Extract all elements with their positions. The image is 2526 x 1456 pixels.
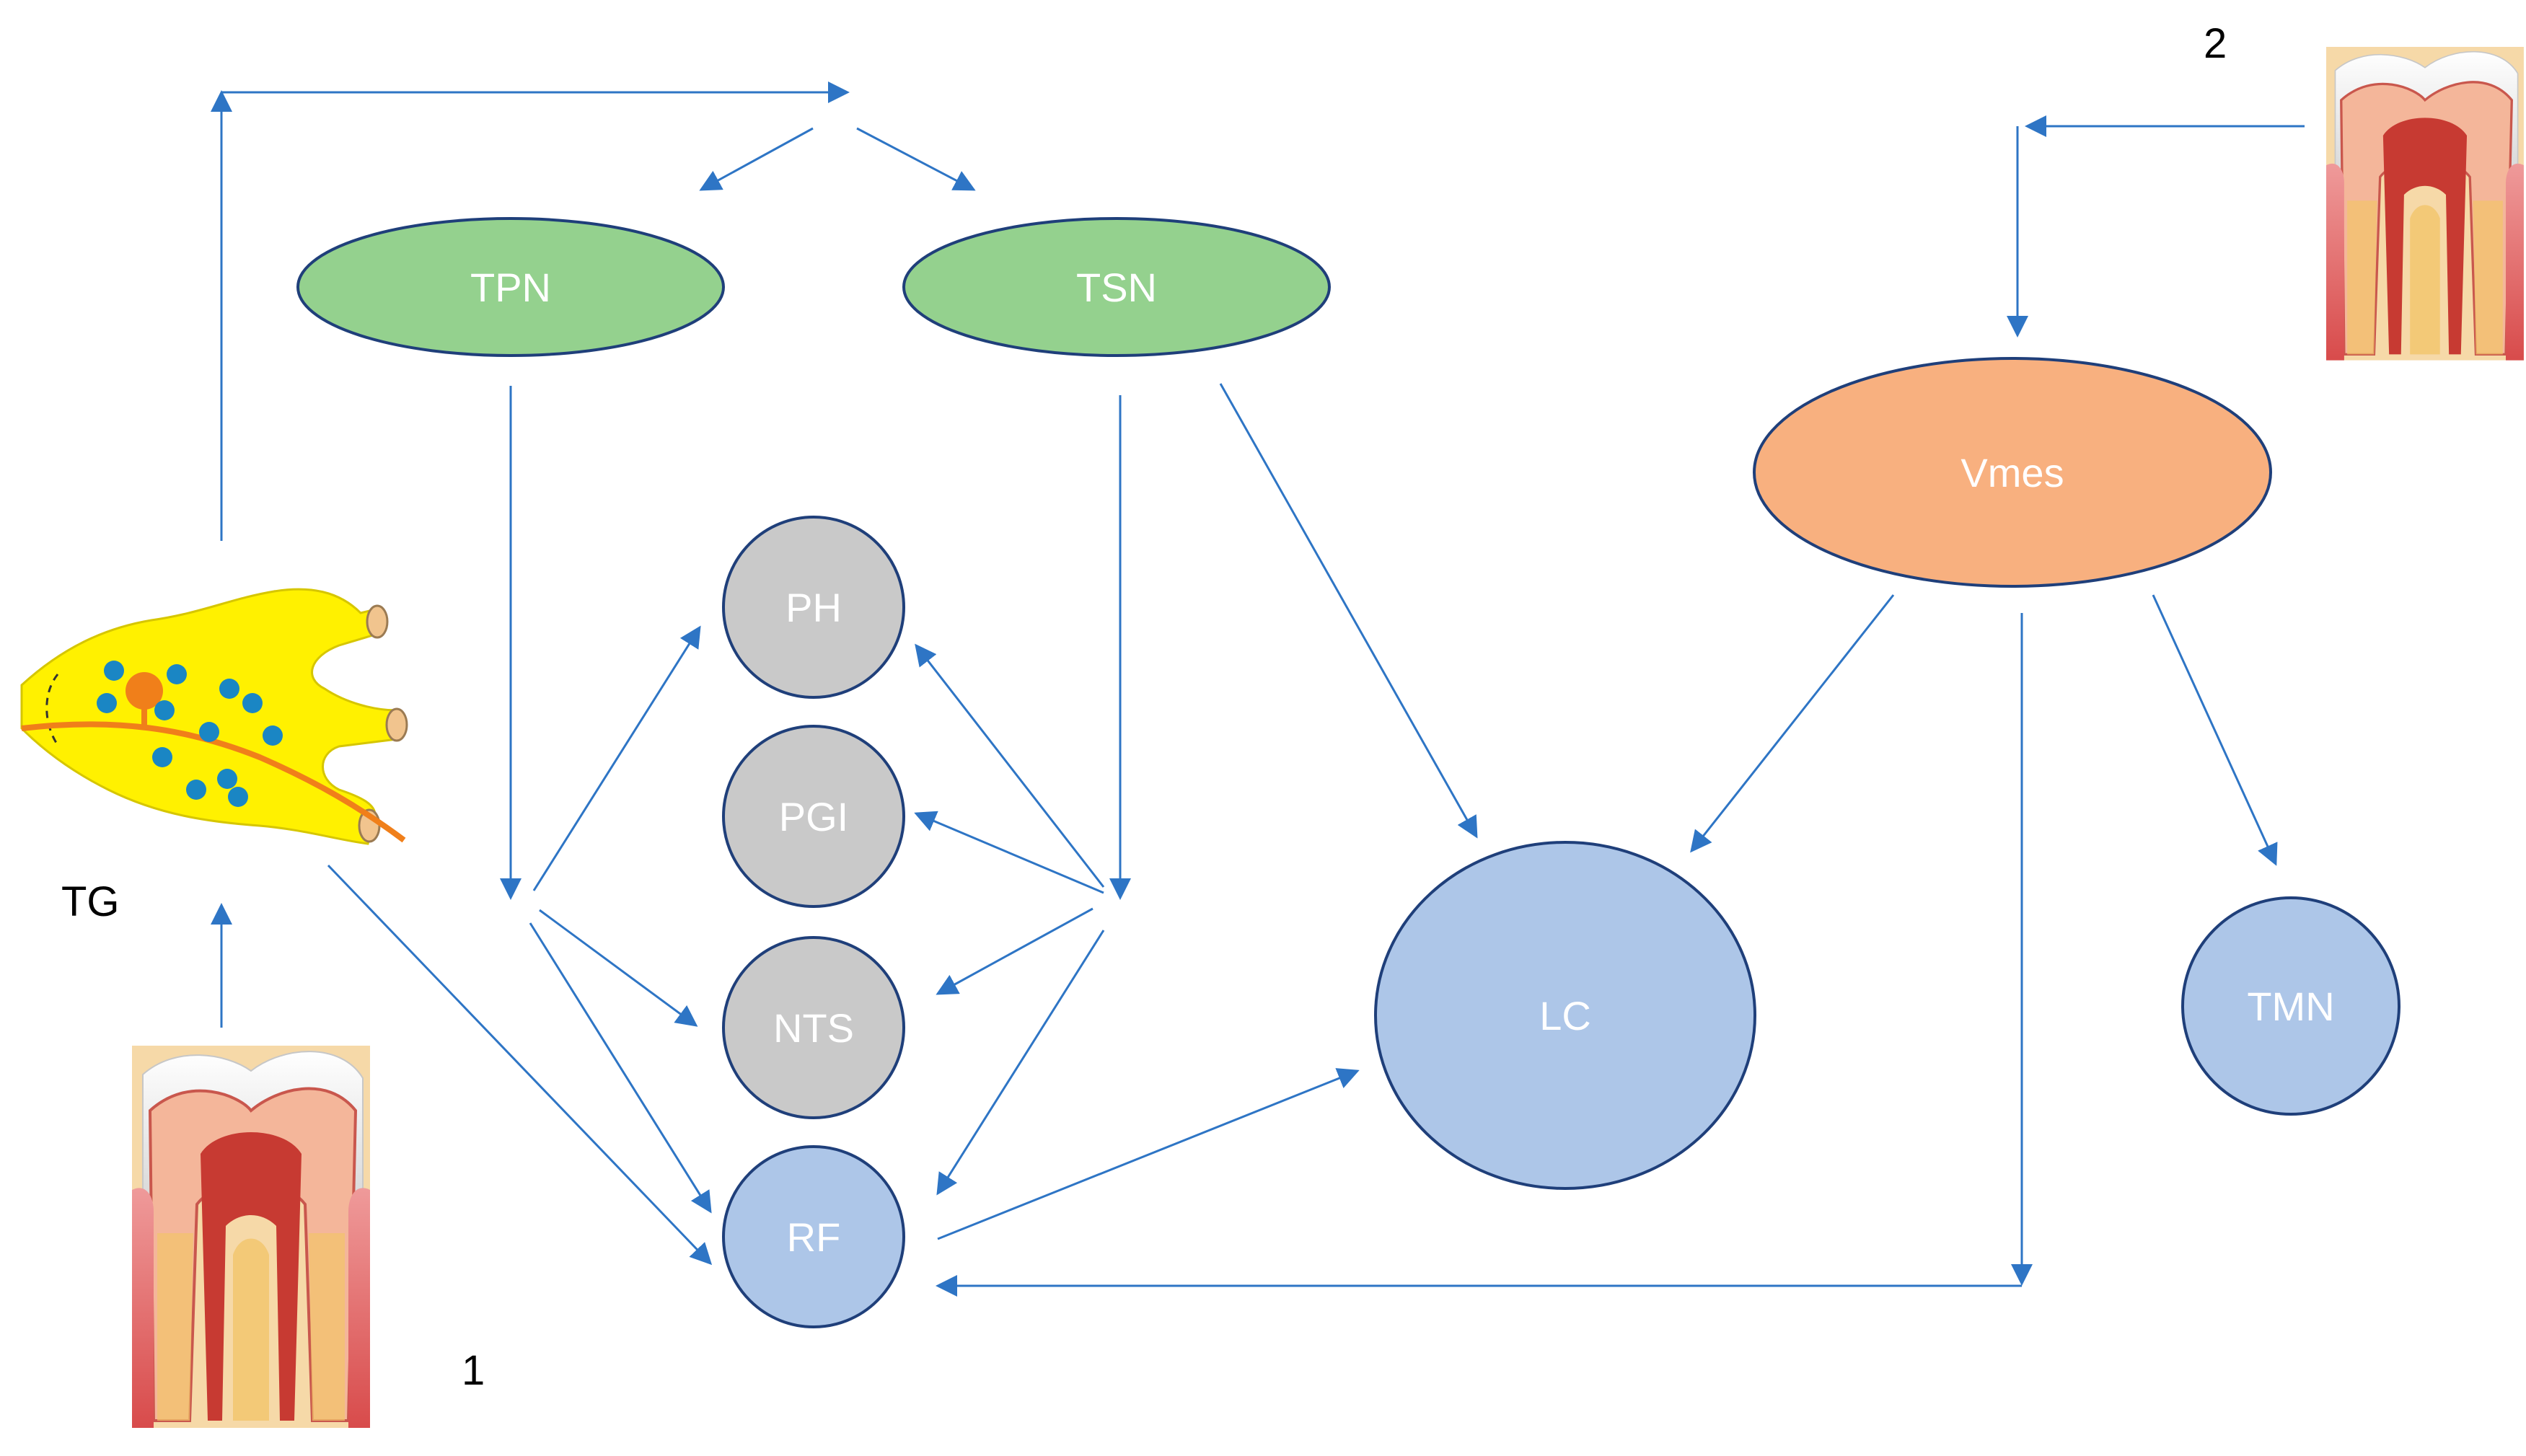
arrow-righthub-to-pgi bbox=[914, 811, 1104, 894]
tooth-2-gum-right bbox=[2506, 163, 2524, 361]
arrow-vmes-to-tmn bbox=[2152, 594, 2278, 866]
lc-label: LC bbox=[1539, 993, 1591, 1038]
rf-shape bbox=[722, 1145, 905, 1328]
tooth-1-gum-left bbox=[132, 1188, 154, 1428]
arrow-tsn-to-lc bbox=[1219, 383, 1478, 839]
node-tsn: TSN bbox=[902, 217, 1331, 357]
trigeminal-ganglion-image bbox=[20, 588, 408, 845]
arrow-rf-to-lc bbox=[937, 1068, 1360, 1240]
ganglion-body bbox=[20, 588, 398, 845]
arrow-tg-to-rf bbox=[327, 864, 713, 1266]
node-ph: PH bbox=[722, 516, 905, 699]
connection-arrows bbox=[211, 81, 2305, 1297]
arrow-hub-to-tpn bbox=[699, 127, 814, 191]
ganglion-branch-middle-end bbox=[385, 707, 408, 742]
tpn-shape bbox=[296, 217, 725, 357]
tooth-2-bone-center bbox=[2410, 205, 2440, 355]
ph-shape bbox=[722, 516, 905, 699]
tooth-2-image bbox=[2326, 47, 2524, 361]
rf-label: RF bbox=[787, 1214, 841, 1260]
arrow-lefthub-to-nts bbox=[539, 909, 698, 1027]
ph-label: PH bbox=[785, 585, 842, 630]
node-vmes: Vmes bbox=[1753, 357, 2272, 588]
tooth-2-number: 2 bbox=[2204, 20, 2227, 67]
node-rf: RF bbox=[722, 1145, 905, 1328]
tooth-1-bone-center bbox=[233, 1238, 269, 1421]
tsn-label: TSN bbox=[1076, 265, 1157, 310]
arrow-righthub-to-nts bbox=[936, 907, 1093, 995]
tpn-label: TPN bbox=[470, 265, 551, 310]
tooth-1-bone-right bbox=[309, 1233, 345, 1421]
vmes-label: Vmes bbox=[1960, 450, 2064, 495]
arrow-lefthub-to-ph bbox=[532, 625, 701, 891]
ganglion-branch-top-end bbox=[366, 604, 389, 639]
arrow-righthub-to-ph bbox=[915, 643, 1105, 888]
nts-shape bbox=[722, 936, 905, 1119]
tooth-1-image bbox=[132, 1046, 370, 1428]
nts-label: NTS bbox=[773, 1005, 854, 1051]
tooth-1-bone-left bbox=[157, 1233, 193, 1421]
node-tmn: TMN bbox=[2181, 896, 2400, 1116]
tmn-label: TMN bbox=[2247, 984, 2334, 1029]
arrow-hub-to-tsn bbox=[856, 127, 976, 191]
tmn-shape bbox=[2181, 896, 2400, 1116]
node-pgi: PGI bbox=[722, 725, 905, 908]
ganglion-dots bbox=[97, 661, 283, 807]
arrow-lefthub-to-rf bbox=[529, 922, 712, 1214]
pgi-shape bbox=[722, 725, 905, 908]
tooth-2-pulp bbox=[2382, 118, 2468, 355]
node-lc: LC bbox=[1374, 841, 1756, 1190]
tg-label: TG bbox=[61, 878, 120, 925]
tsn-shape bbox=[902, 217, 1331, 357]
neuron-soma bbox=[126, 672, 163, 710]
arrow-vmes-to-lc bbox=[1690, 594, 1895, 853]
node-tpn: TPN bbox=[296, 217, 725, 357]
pgi-label: PGI bbox=[779, 794, 848, 839]
tooth-2-bone-right bbox=[2473, 200, 2503, 355]
sensory-fiber bbox=[21, 721, 406, 843]
tooth-1-number: 1 bbox=[462, 1347, 485, 1394]
tooth-2-gum-left bbox=[2326, 163, 2344, 361]
arrow-righthub-to-rf bbox=[936, 930, 1105, 1196]
node-nts: NTS bbox=[722, 936, 905, 1119]
lc-shape bbox=[1374, 841, 1756, 1190]
tooth-1-pulp bbox=[201, 1132, 302, 1421]
vmes-shape bbox=[1753, 357, 2272, 588]
tooth-2-bone-left bbox=[2347, 200, 2377, 355]
tooth-1-gum-right bbox=[348, 1188, 370, 1428]
